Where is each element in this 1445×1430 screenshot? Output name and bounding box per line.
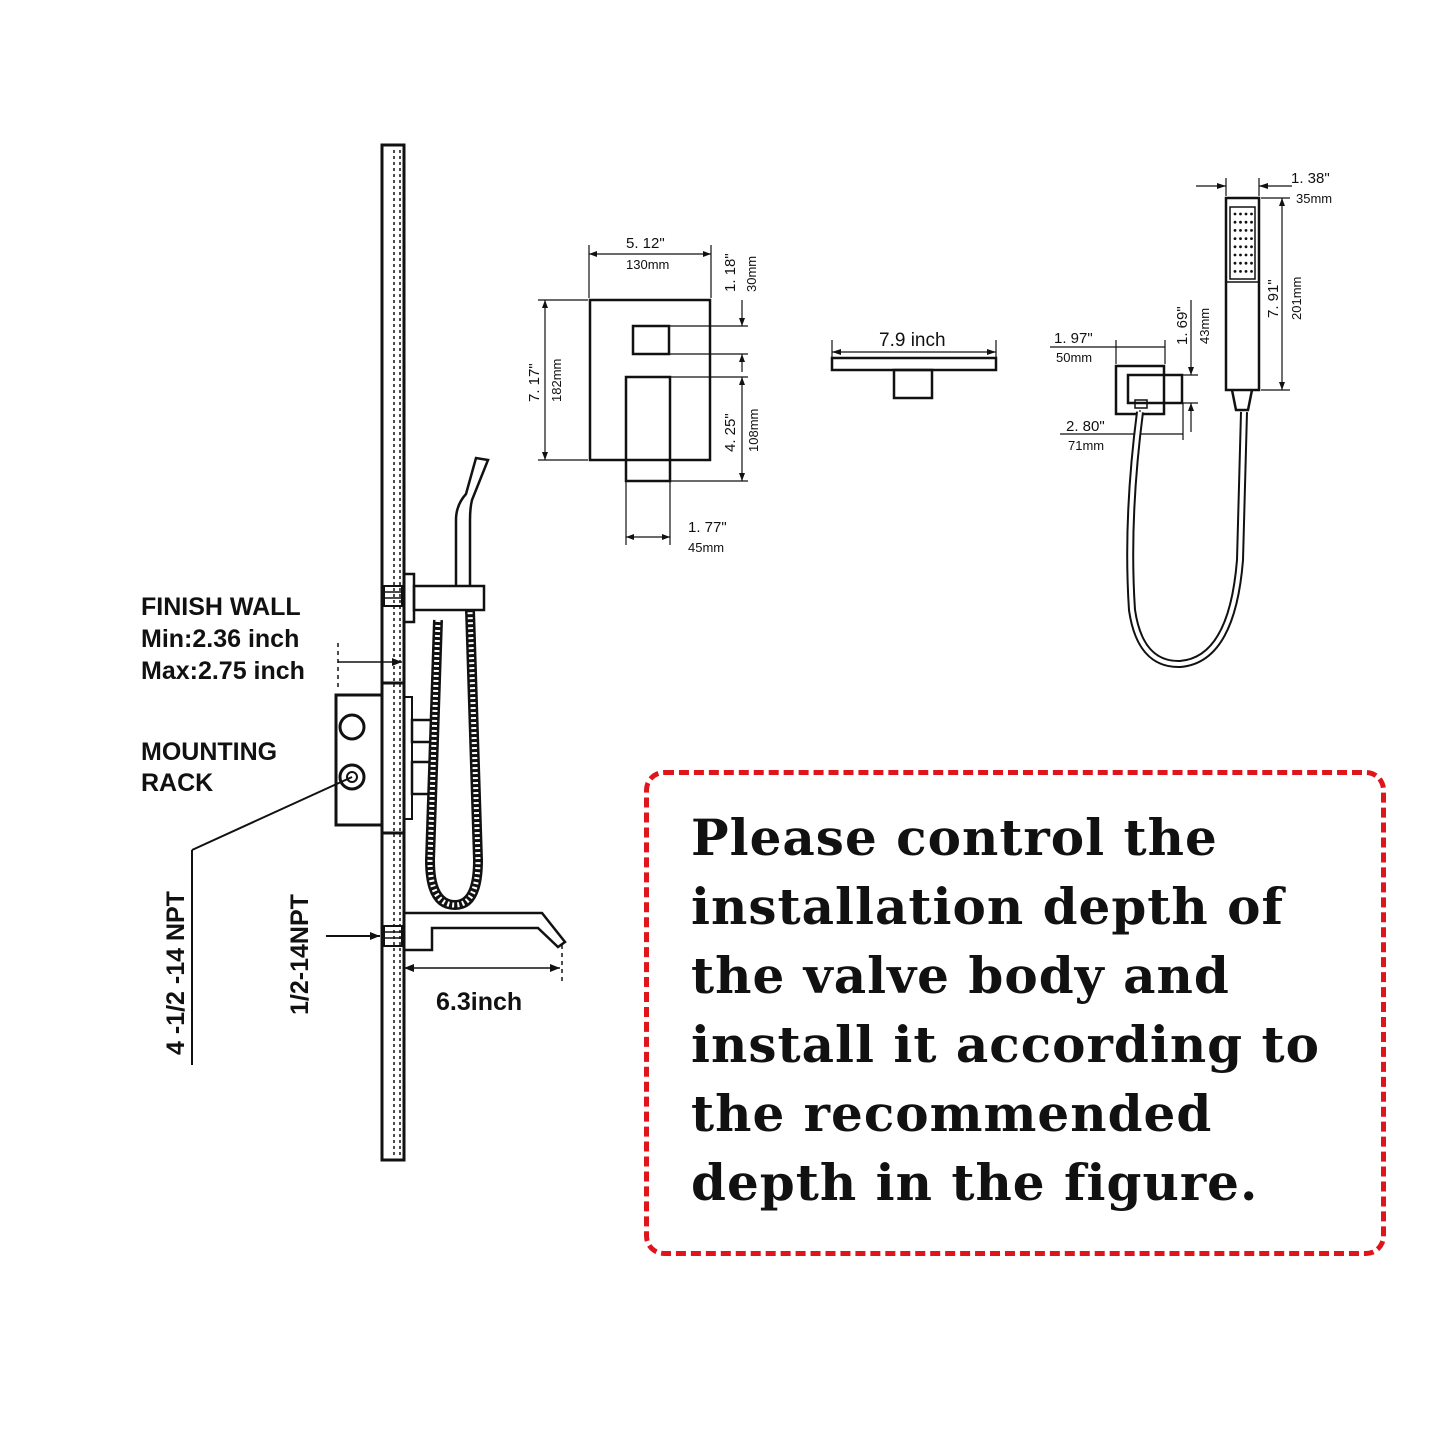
trim-depth-mm: 45mm bbox=[688, 540, 724, 555]
nozzle-dot bbox=[1244, 253, 1248, 257]
trim-top-in: 1. 18" bbox=[722, 253, 739, 292]
finish-wall bbox=[380, 143, 406, 1162]
nozzle-dot bbox=[1244, 229, 1248, 232]
label-finish-wall: FINISH WALL bbox=[141, 593, 301, 621]
handshower-holder bbox=[383, 456, 490, 624]
trim-width-mm: 130mm bbox=[626, 257, 669, 272]
mounting-rack bbox=[334, 681, 436, 835]
label-spout-reach: 6.3inch bbox=[436, 988, 522, 1016]
elbow-height-in: 1. 69" bbox=[1174, 306, 1191, 345]
trim-top-mm: 30mm bbox=[744, 256, 759, 292]
trim-lower-mm: 108mm bbox=[746, 409, 761, 452]
label-thread-4x: 4 -1/2 -14 NPT bbox=[162, 891, 190, 1055]
nozzle-dot bbox=[1250, 220, 1253, 224]
shower-hose bbox=[1126, 411, 1248, 669]
nozzle-dot bbox=[1244, 220, 1248, 224]
tub-spout-top bbox=[830, 340, 998, 400]
nozzle-dot bbox=[1244, 261, 1248, 265]
nozzle-dot bbox=[1250, 261, 1253, 265]
trim-height-in: 7. 17" bbox=[526, 363, 543, 402]
nozzle-dot bbox=[1239, 212, 1242, 216]
nozzle-dot bbox=[1244, 245, 1248, 249]
elbow-depth-in: 2. 80" bbox=[1066, 418, 1105, 435]
tub-spout-side bbox=[383, 911, 567, 985]
nozzle-dot bbox=[1233, 261, 1237, 265]
nozzle-dot bbox=[1233, 253, 1237, 257]
nozzle-dot bbox=[1250, 237, 1253, 241]
elbow-height-mm: 43mm bbox=[1197, 308, 1212, 344]
hs-width-mm: 35mm bbox=[1296, 191, 1332, 206]
label-rack: RACK bbox=[141, 769, 213, 797]
nozzle-dot bbox=[1233, 270, 1237, 273]
nozzle-dot bbox=[1239, 237, 1242, 241]
nozzle-dot bbox=[1244, 237, 1248, 241]
nozzle-dot bbox=[1239, 261, 1242, 265]
nozzle-dot bbox=[1244, 270, 1248, 273]
nozzle-dot bbox=[1239, 229, 1242, 232]
nozzle-dot bbox=[1239, 253, 1242, 257]
nozzle-dot bbox=[1250, 245, 1253, 249]
nozzle-dot bbox=[1239, 220, 1242, 224]
label-thread-1x: 1/2-14NPT bbox=[286, 894, 314, 1015]
trim-width-in: 5. 12" bbox=[626, 235, 665, 252]
nozzle-dot bbox=[1233, 212, 1237, 216]
nozzle-dot bbox=[1250, 270, 1253, 273]
nozzle-dot bbox=[1250, 229, 1253, 232]
installation-note-text: Please control the installation depth of… bbox=[691, 808, 1320, 1212]
nozzle-dot bbox=[1233, 245, 1237, 249]
trim-height-mm: 182mm bbox=[549, 359, 564, 402]
label-mounting: MOUNTING bbox=[141, 738, 277, 766]
trim-depth-in: 1. 77" bbox=[688, 519, 727, 536]
elbow-width-mm: 50mm bbox=[1056, 350, 1092, 365]
spout-length: 7.9 inch bbox=[879, 330, 946, 351]
hs-length-mm: 201mm bbox=[1289, 277, 1304, 320]
hs-length-in: 7. 91" bbox=[1265, 279, 1282, 318]
nozzle-dot bbox=[1250, 253, 1253, 257]
nozzle-dot bbox=[1244, 212, 1248, 216]
coiled-hose bbox=[424, 609, 484, 911]
label-min-depth: Min:2.36 inch bbox=[141, 625, 299, 653]
nozzle-dot bbox=[1233, 229, 1237, 232]
label-max-depth: Max:2.75 inch bbox=[141, 657, 305, 685]
hs-width-in: 1. 38" bbox=[1291, 170, 1330, 187]
wall-depth-dimension bbox=[337, 643, 402, 690]
nozzle-dot bbox=[1233, 237, 1237, 241]
elbow-width-in: 1. 97" bbox=[1054, 330, 1093, 347]
valve-trim-plate bbox=[538, 245, 748, 545]
nozzle-dot bbox=[1239, 270, 1242, 273]
trim-lower-in: 4. 25" bbox=[722, 413, 739, 452]
installation-note-box: Please control the installation depth of… bbox=[644, 770, 1386, 1256]
spray-nozzles bbox=[1233, 212, 1253, 273]
nozzle-dot bbox=[1250, 212, 1253, 216]
elbow-depth-mm: 71mm bbox=[1068, 438, 1104, 453]
handshower bbox=[1196, 178, 1292, 412]
nozzle-dot bbox=[1239, 245, 1242, 249]
nozzle-dot bbox=[1233, 220, 1237, 224]
leader-lines bbox=[191, 776, 380, 1065]
